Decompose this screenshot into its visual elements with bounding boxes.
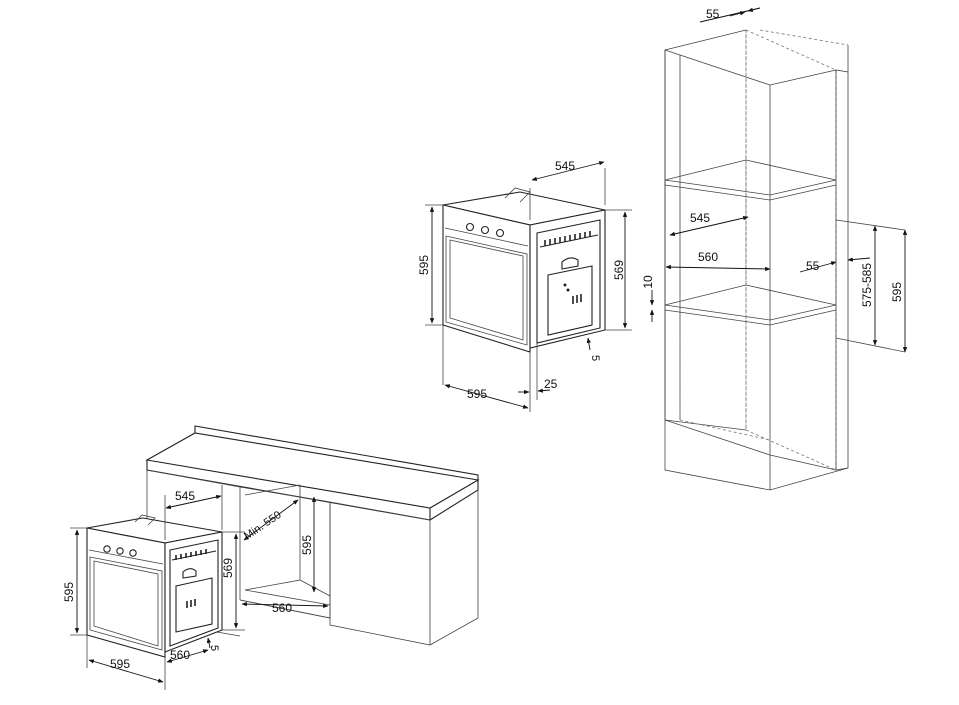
column-total-height-label: 595	[890, 282, 904, 302]
undercounter-dimensions: 545 Min. 550 595 560 595 569 595 560 5	[62, 485, 329, 690]
oven-height-label: 595	[417, 255, 431, 275]
column-width-label: 560	[698, 250, 718, 264]
oven-standalone	[442, 187, 606, 353]
undercounter-opening-height-label: 595	[300, 535, 314, 555]
oven-width-label: 595	[467, 387, 487, 401]
undercounter-small-gap-label: 5	[208, 645, 220, 651]
column-top-gap-label: 55	[706, 7, 720, 21]
column-opening-height-label: 575-585	[860, 263, 874, 307]
undercounter-opening-width-label: 560	[272, 601, 292, 615]
undercounter-side-height-label: 569	[221, 558, 235, 578]
column-depth-label: 545	[690, 211, 710, 225]
column-cabinet	[664, 29, 849, 491]
column-dimensions: 55 545 560 55 10 575-585 595	[641, 7, 908, 353]
oven-front-offset-label: 25	[544, 377, 558, 391]
oven-undercounter	[86, 514, 223, 658]
undercounter-oven-width-label: 595	[110, 657, 130, 671]
oven-depth-label: 545	[555, 159, 575, 173]
undercounter-depth-label: 545	[175, 489, 195, 503]
column-side-gap-label: 55	[806, 259, 820, 273]
undercounter-oven-height-label: 595	[62, 582, 76, 602]
oven-side-height-label: 569	[612, 260, 626, 280]
undercounter-min-depth-label: Min. 550	[242, 509, 284, 543]
oven-small-gap-label: 5	[589, 355, 601, 361]
column-spacer-label: 10	[641, 275, 655, 289]
undercounter-side-depth-label: 560	[170, 648, 190, 662]
oven-dimensions: 545 595 569 595 25 5	[417, 159, 632, 412]
